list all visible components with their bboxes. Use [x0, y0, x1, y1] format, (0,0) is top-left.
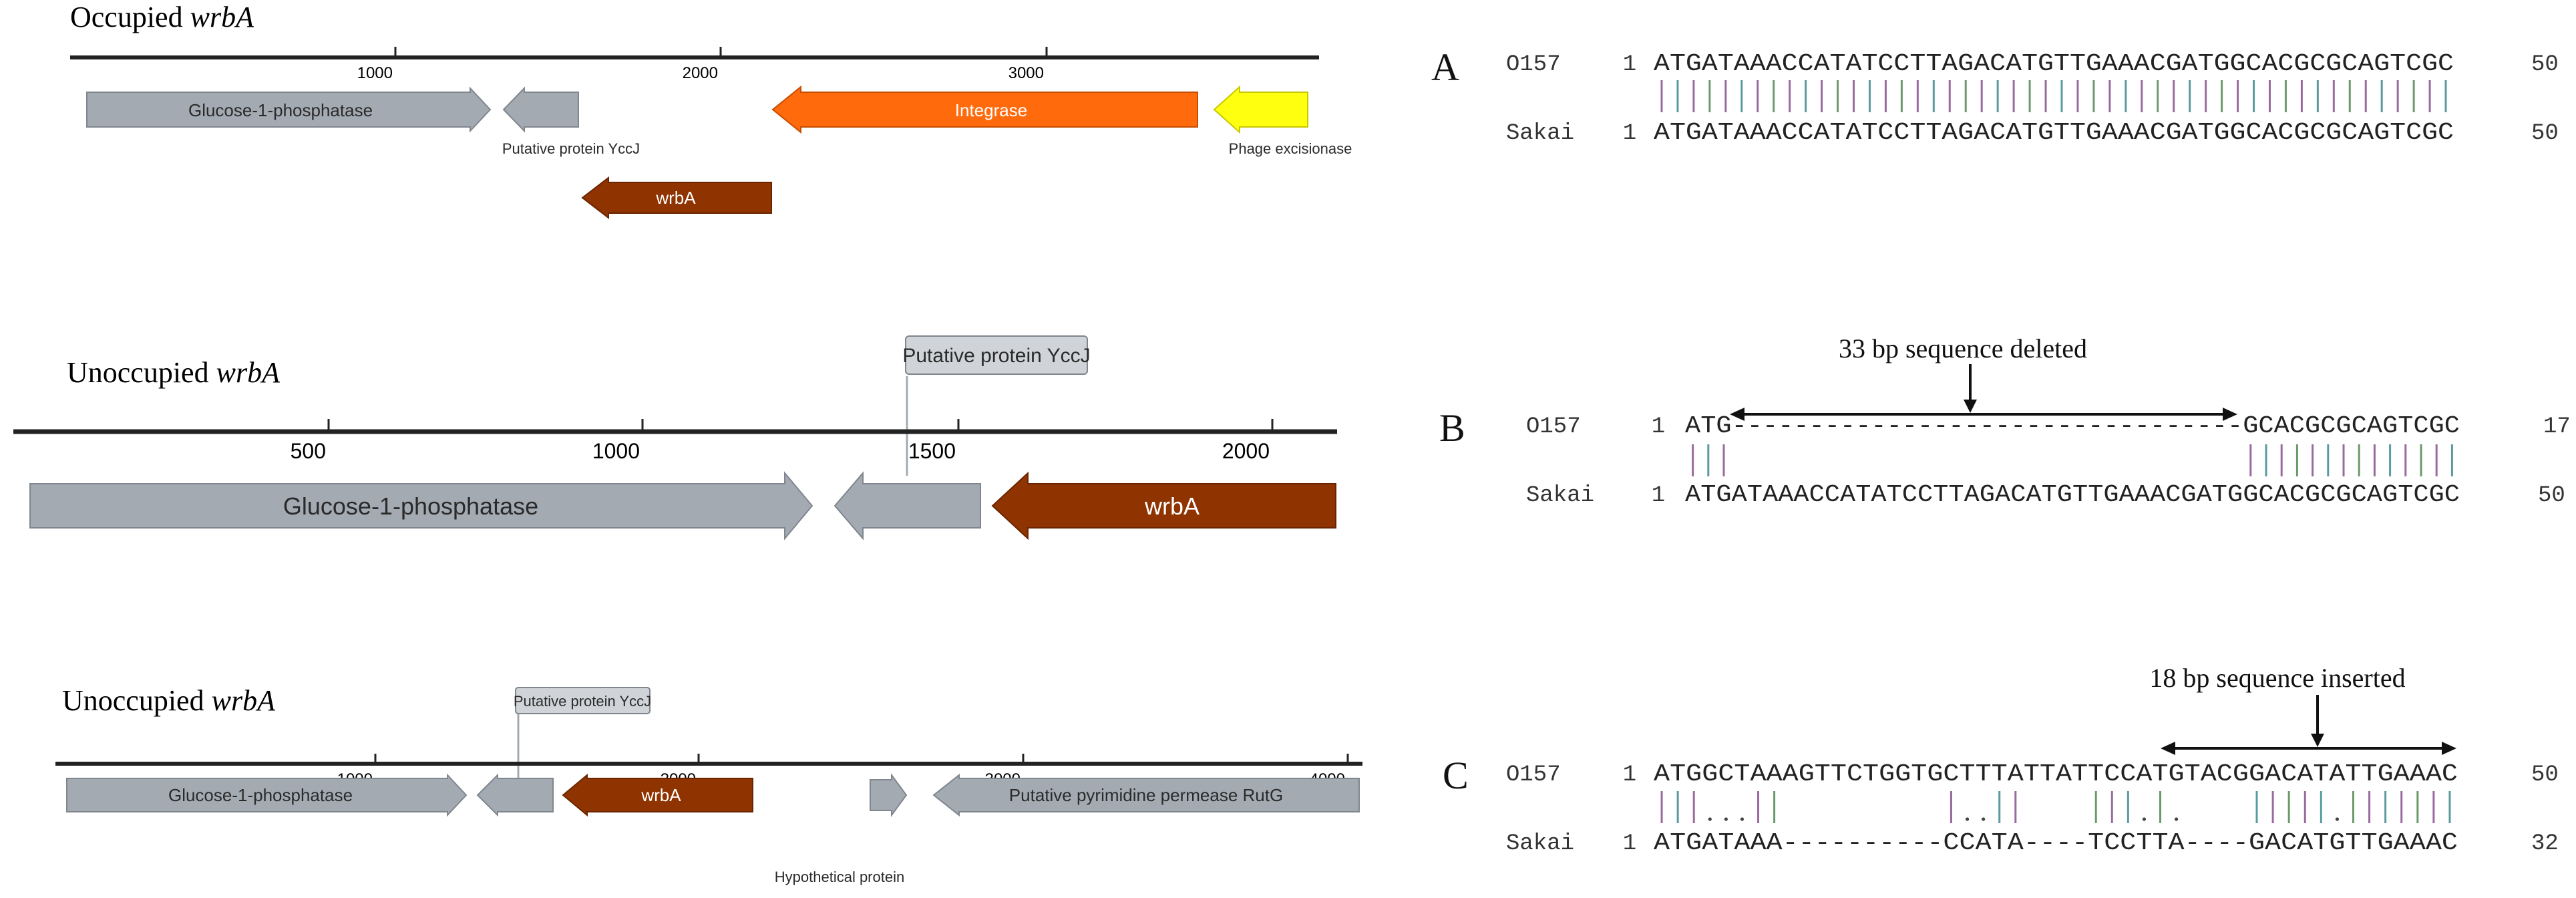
gene-arrow-putative-protein-yccj	[476, 773, 554, 817]
sequence-bottom: ATGATAAACCATATCCTTAGACATGTTGAAACGATGGCAC…	[1685, 481, 2460, 508]
seq-start-top: 1	[1623, 52, 1636, 78]
match-lines	[1660, 80, 2447, 112]
gene-arrow-wrba	[991, 471, 1336, 541]
tick-label: 2000	[1222, 439, 1270, 463]
span-arrow-head-right	[2442, 742, 2456, 755]
gene-arrow-wrba	[581, 176, 772, 220]
span-arrow-head-right	[2223, 408, 2237, 421]
seq-start-bottom: 1	[1652, 483, 1665, 508]
gene-arrow-glucose-1-phosphatase	[66, 773, 468, 817]
scale-ticks: 1000 2000 3000	[357, 47, 1048, 82]
seq-start-bottom: 1	[1623, 831, 1636, 857]
map-title: Unoccupied wrbA	[62, 684, 276, 717]
callout-box	[905, 335, 1088, 375]
span-arrow-head-left	[2161, 742, 2175, 755]
tick-label: 1500	[908, 439, 956, 463]
map-occupied: Occupied wrbA 1000 2000 3000 Glucose-1-p…	[70, 1, 1352, 220]
map-unoccupied-2: Unoccupied wrbA Putative protein YccJ 10…	[0, 0, 1362, 885]
seq-start-bottom: 1	[1623, 121, 1636, 146]
map-title: Occupied wrbA	[70, 1, 254, 33]
span-arrow-head-left	[1730, 408, 1744, 421]
gene-arrow-hypothetical-protein	[870, 772, 908, 818]
annotation-deletion: 33 bp sequence deleted	[1839, 333, 2087, 363]
mismatch-dot	[2175, 817, 2179, 821]
gene-label: wrbA	[1144, 492, 1200, 520]
seq-end-top: 50	[2531, 52, 2559, 78]
seq-start-top: 1	[1623, 762, 1636, 788]
gene-label: Phage excisionase	[1229, 140, 1352, 157]
seq-end-top: 17	[2543, 414, 2571, 440]
gene-label: Integrase	[955, 100, 1027, 120]
gene-label: Putative pyrimidine permease RutG	[1009, 785, 1283, 805]
match-lines	[1692, 444, 2453, 476]
callout-box	[515, 687, 651, 714]
gene-arrow-wrba	[562, 773, 753, 817]
seq-start-top: 1	[1652, 414, 1665, 440]
seq-end-bottom: 50	[2531, 121, 2559, 146]
match-lines	[1660, 791, 2451, 823]
seq-name-top: O157	[1506, 52, 1561, 78]
gene-arrow-putative-protein-yccj	[834, 471, 981, 541]
seq-end-bottom: 50	[2538, 483, 2565, 508]
panel-letter: C	[1443, 754, 1469, 797]
gene-arrow-integrase	[771, 85, 1198, 134]
seq-name-bottom: Sakai	[1506, 121, 1574, 146]
sequence-top: ATGATAAACCATATCCTTAGACATGTTGAAACGATGGCAC…	[1654, 50, 2454, 78]
sequence-bottom: ATGATAAA----------CCATA----TCCTTA----GAC…	[1654, 829, 2458, 857]
gene-label: Glucose-1-phosphatase	[283, 492, 538, 520]
gene-arrow-glucose-1-phosphatase	[29, 471, 813, 541]
mismatch-dot	[1708, 817, 1712, 821]
mismatch-dot	[1724, 817, 1728, 821]
gene-arrow-putative-pyrimidine-permease-rutg	[932, 773, 1360, 817]
alignment-panel-c: C 18 bp sequence inserted O157 1 ATGGCTA…	[1443, 663, 2559, 857]
tick-label: 1000	[592, 439, 640, 463]
seq-end-top: 50	[2531, 762, 2559, 788]
gene-label: wrbA	[655, 188, 696, 208]
annotation-insertion: 18 bp sequence inserted	[2149, 663, 2405, 693]
tick-label: 1000	[357, 64, 393, 82]
panel-letter: B	[1439, 406, 1465, 450]
gene-label: wrbA	[640, 785, 681, 805]
sequence-top: ATG---------------------------------GCAC…	[1685, 412, 2460, 440]
gene-arrow-putative-protein-yccj	[502, 86, 579, 133]
mismatch-dot	[2335, 817, 2339, 821]
scale-ticks: 500 1000 1500 2000	[291, 419, 1274, 463]
gene-label: Putative protein YccJ	[502, 140, 640, 157]
alignment-panels: A O157 1 ATGATAAACCATATCCTTAGACATGTTGAAA…	[1431, 45, 2571, 857]
seq-name-top: O157	[1526, 414, 1581, 440]
sequence-top: ATGGCTAAAGTTCTGGTGCTTTATTATTCCATGTACGGAC…	[1654, 760, 2458, 788]
annotation-pointer-head	[1964, 400, 1977, 413]
callout-label: Putative protein YccJ	[902, 345, 1090, 367]
gene-arrow-glucose-1-phosphatase	[86, 86, 492, 133]
mismatch-dot	[2142, 817, 2147, 821]
seq-name-bottom: Sakai	[1526, 483, 1594, 508]
gene-label: Glucose-1-phosphatase	[188, 100, 373, 120]
panel-letter: A	[1431, 45, 1459, 89]
annotation-pointer-head	[2311, 734, 2324, 747]
tick-label: 2000	[683, 64, 718, 82]
seq-name-top: O157	[1506, 762, 1561, 788]
alignment-panel-b: B 33 bp sequence deleted O157 1 ATG-----…	[1439, 333, 2571, 508]
sequence-bottom: ATGATAAACCATATCCTTAGACATGTTGAAACGATGGCAC…	[1654, 119, 2454, 146]
unused	[0, 0, 67, 764]
seq-name-bottom: Sakai	[1506, 831, 1574, 857]
map-title: Unoccupied wrbA	[67, 356, 281, 389]
tick-label: 3000	[1008, 64, 1044, 82]
gene-label: Hypothetical protein	[775, 869, 904, 885]
seq-end-bottom: 32	[2531, 831, 2559, 857]
map-unoccupied-1: Unoccupied wrbA Putative protein YccJ 50…	[13, 335, 1337, 541]
gene-label: Glucose-1-phosphatase	[168, 785, 353, 805]
mismatch-dot	[1965, 817, 1970, 821]
mismatch-dot	[1982, 817, 1986, 821]
callout-label: Putative protein YccJ	[514, 693, 651, 710]
alignment-panel-a: A O157 1 ATGATAAACCATATCCTTAGACATGTTGAAA…	[1431, 45, 2559, 146]
mismatch-dot	[1740, 817, 1744, 821]
tick-label: 500	[291, 439, 326, 463]
gene-arrow-phage-excisionase	[1213, 85, 1308, 134]
